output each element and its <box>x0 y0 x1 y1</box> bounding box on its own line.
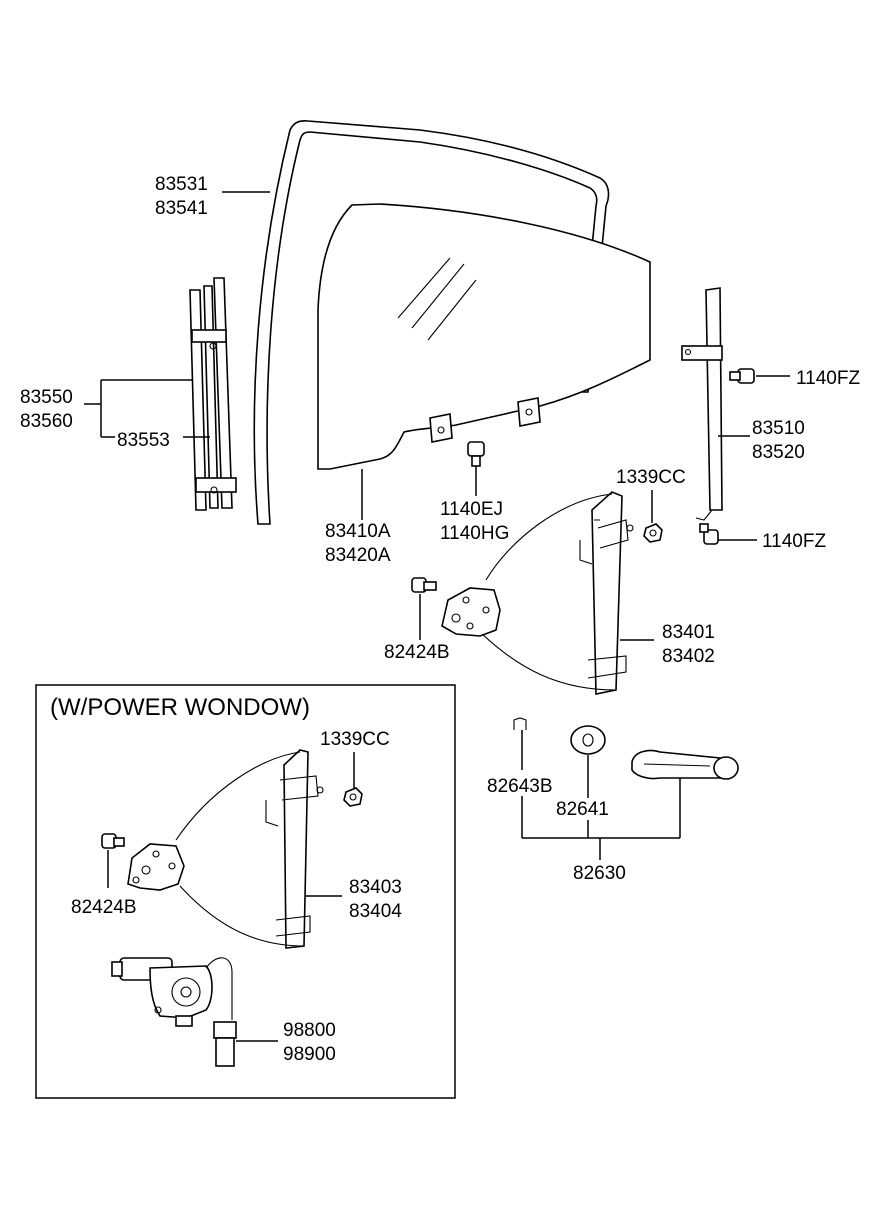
label-83420a: 83420A <box>325 545 391 566</box>
inset-label-83404: 83404 <box>349 901 402 922</box>
bolt-1140ej-icon <box>467 441 485 467</box>
door-glass <box>317 203 651 470</box>
label-83550: 83550 <box>20 387 73 408</box>
front-channel <box>189 277 237 511</box>
label-83401: 83401 <box>662 622 715 643</box>
label-83553: 83553 <box>117 430 170 451</box>
label-82643b: 82643B <box>487 776 553 797</box>
label-1140fz-bottom: 1140FZ <box>762 531 826 552</box>
label-82630: 82630 <box>573 863 626 884</box>
bolt-82424b-top-icon <box>411 577 437 593</box>
label-83520: 83520 <box>752 442 805 463</box>
handle-clip-82643b-icon <box>513 717 527 730</box>
label-1140hg: 1140HG <box>440 523 509 544</box>
bolt-1140fz-bottom-icon <box>699 523 719 545</box>
label-83541: 83541 <box>155 198 208 219</box>
inset-label-82424b: 82424B <box>71 897 137 918</box>
power-window-inset: (W/POWER WONDOW) <box>35 684 456 1099</box>
window-motor-icon <box>111 957 237 1067</box>
manual-window-regulator <box>441 491 634 695</box>
label-83560: 83560 <box>20 411 73 432</box>
bolt-82424b-inset-icon <box>101 833 125 849</box>
power-window-regulator <box>127 749 324 949</box>
inset-label-98800: 98800 <box>283 1020 336 1041</box>
inset-label-98900: 98900 <box>283 1044 336 1065</box>
rear-channel <box>681 287 723 521</box>
window-handle-82630-icon <box>631 749 739 780</box>
bolt-1140fz-top-icon <box>729 368 755 384</box>
label-83402: 83402 <box>662 646 715 667</box>
nut-1339cc-inset-icon <box>343 787 363 807</box>
label-83410a: 83410A <box>325 521 391 542</box>
label-1140ej: 1140EJ <box>440 499 503 520</box>
label-83510: 83510 <box>752 418 805 439</box>
nut-1339cc-top-icon <box>643 523 663 543</box>
label-82424b-top: 82424B <box>384 642 450 663</box>
label-1339cc-top: 1339CC <box>616 467 686 488</box>
label-82641: 82641 <box>556 799 609 820</box>
inset-title: (W/POWER WONDOW) <box>50 694 310 721</box>
handle-washer-82641-icon <box>570 725 606 755</box>
leader-lines <box>84 191 790 860</box>
label-83531: 83531 <box>155 174 208 195</box>
inset-label-1339cc: 1339CC <box>320 729 390 750</box>
label-1140fz-top: 1140FZ <box>796 368 860 389</box>
inset-label-83403: 83403 <box>349 877 402 898</box>
